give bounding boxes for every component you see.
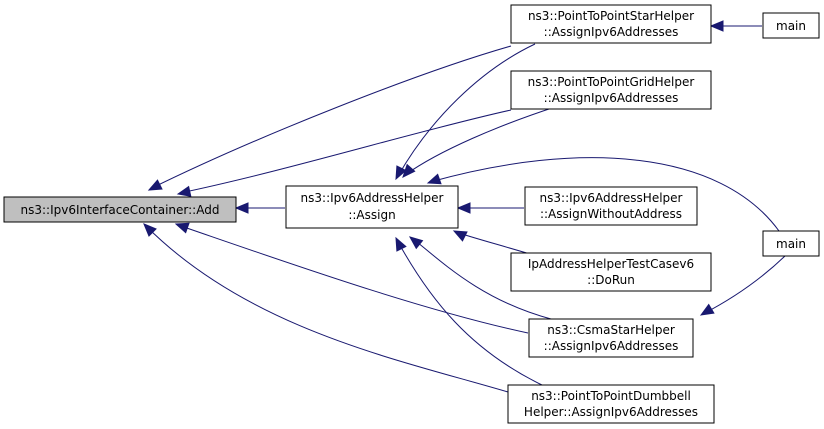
node-label: ::DoRun [587, 273, 635, 287]
node-label: ns3::Ipv6AddressHelper [301, 191, 444, 205]
node-label: ::Assign [348, 208, 395, 222]
arrowhead [426, 173, 442, 185]
edge-without-to-assign [456, 202, 524, 214]
edge-line [702, 255, 786, 315]
node-point-to-point-star-helper[interactable]: ns3::PointToPointStarHelper ::AssignIpv6… [510, 4, 712, 44]
edge-star-to-assign [395, 43, 536, 181]
node-label: main [776, 237, 806, 251]
arrowhead [452, 230, 468, 242]
edge-dumbbell-to-assign [395, 236, 543, 386]
edge-line [411, 237, 552, 320]
edge-line [145, 225, 509, 393]
node-label: ::AssignIpv6Addresses [544, 25, 679, 39]
arrowhead [408, 236, 424, 250]
node-label: ns3::Ipv6InterfaceContainer::Add [21, 203, 220, 217]
node-label: ns3::CsmaStarHelper [547, 323, 675, 337]
node-assign-without-address[interactable]: ns3::Ipv6AddressHelper ::AssignWithoutAd… [524, 186, 698, 226]
node-label: ns3::PointToPointGridHelper [528, 75, 695, 89]
edge-line [429, 157, 780, 232]
edge-line [149, 45, 512, 190]
arrowhead [234, 202, 249, 214]
arrowhead [456, 202, 471, 214]
node-label: main [776, 19, 806, 33]
edge-line [397, 43, 536, 177]
node-label: ::AssignWithoutAddress [540, 207, 682, 221]
edge-assign-to-add [234, 202, 285, 214]
arrowhead [699, 303, 715, 316]
edge-line [404, 106, 556, 176]
edge-grid-to-add [176, 109, 512, 197]
node-label: Helper::AssignIpv6Addresses [524, 405, 698, 419]
node-ipv6-interface-container-add[interactable]: ns3::Ipv6InterfaceContainer::Add [3, 196, 237, 223]
arrowhead [174, 222, 190, 234]
edge-dumbbell-to-add [143, 223, 509, 393]
edge-line [396, 239, 543, 386]
node-main-mid[interactable]: main [762, 230, 820, 257]
node-ipv6-address-helper-assign[interactable]: ns3::Ipv6AddressHelper ::Assign [285, 185, 459, 229]
arrowhead [395, 165, 407, 181]
edge-main_top-to-star [709, 20, 762, 32]
node-label: IpAddressHelperTestCasev6 [528, 257, 694, 271]
edge-csma-to-assign [408, 236, 552, 320]
arrowhead [402, 163, 416, 178]
node-label: ::AssignIpv6Addresses [544, 339, 679, 353]
node-label: ns3::PointToPointStarHelper [528, 9, 694, 23]
edges [143, 20, 786, 393]
arrowhead [147, 179, 163, 191]
edge-star-to-add [147, 45, 512, 191]
edge-main_mid-to-assign [426, 157, 780, 232]
edge-dorun-to-assign [452, 230, 531, 255]
node-main-top[interactable]: main [762, 12, 820, 39]
arrowhead [709, 20, 724, 32]
node-label: ns3::PointToPointDumbbell [531, 389, 691, 403]
node-ip-address-helper-test-casev6[interactable]: IpAddressHelperTestCasev6 ::DoRun [510, 252, 712, 292]
edge-grid-to-assign [402, 106, 556, 178]
node-label: ns3::Ipv6AddressHelper [540, 191, 683, 205]
edge-csma-to-add [174, 222, 529, 334]
node-point-to-point-grid-helper[interactable]: ns3::PointToPointGridHelper ::AssignIpv6… [510, 70, 712, 110]
arrowhead [176, 185, 192, 197]
edge-line [177, 224, 529, 334]
node-point-to-point-dumbbell-helper[interactable]: ns3::PointToPointDumbbell Helper::Assign… [507, 384, 715, 424]
node-csma-star-helper[interactable]: ns3::CsmaStarHelper ::AssignIpv6Addresse… [528, 318, 694, 358]
edge-main_mid-to-csma [699, 255, 786, 316]
arrowhead [395, 236, 407, 252]
node-label: ::AssignIpv6Addresses [544, 91, 679, 105]
arrowhead [143, 223, 157, 237]
edge-line [179, 109, 512, 194]
edge-line [455, 231, 531, 255]
